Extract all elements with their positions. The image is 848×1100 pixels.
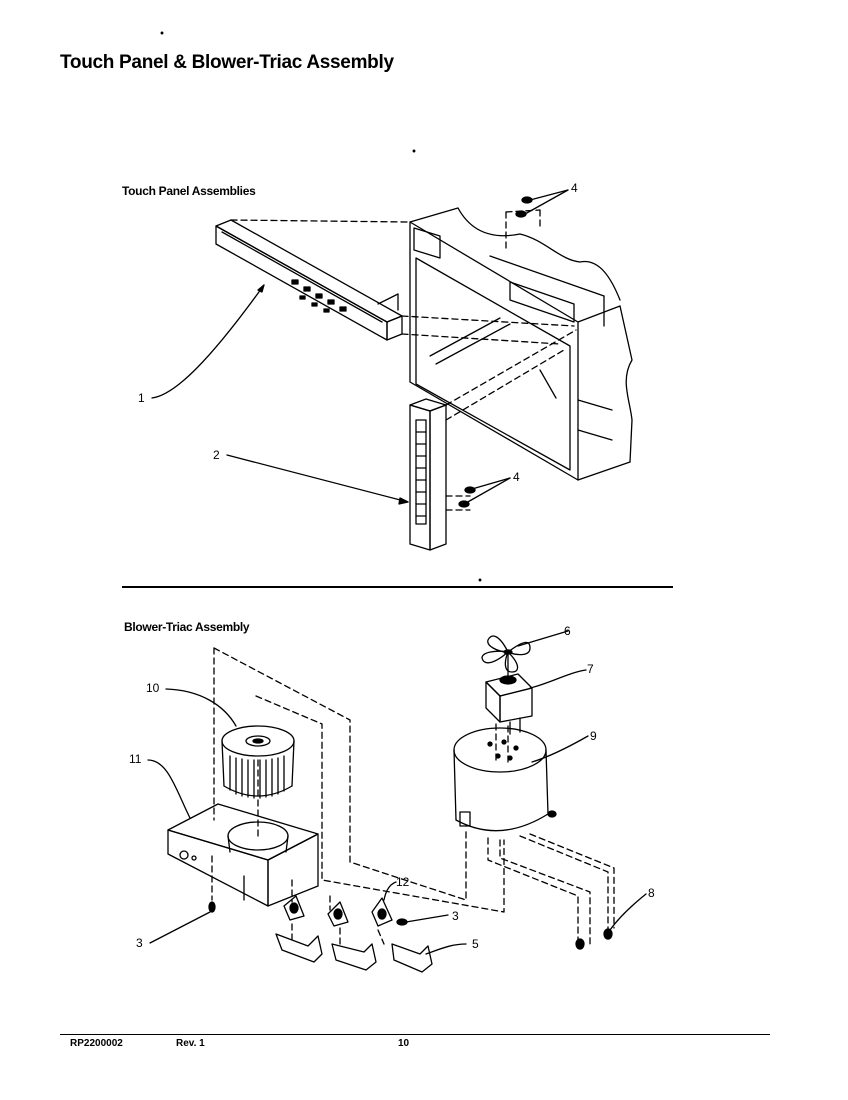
touch-leader-lines — [151, 189, 569, 504]
callout-1: 1 — [138, 391, 145, 405]
screw-3-housing — [208, 901, 216, 913]
page-title: Touch Panel & Blower-Triac Assembly — [60, 52, 394, 73]
callout-8: 8 — [648, 886, 655, 900]
vertical-touch-panel — [409, 398, 447, 551]
triac-clip-2 — [327, 901, 349, 927]
section-divider — [122, 586, 673, 588]
callout-12: 12 — [396, 875, 410, 889]
bracket-b — [331, 943, 377, 971]
bracket-a — [275, 933, 323, 963]
callout-6: 6 — [564, 624, 571, 638]
touch-panel-frame — [409, 207, 633, 481]
callout-9: 9 — [590, 729, 597, 743]
blower-leader-lines — [147, 630, 647, 955]
callout-3-right: 3 — [452, 909, 459, 923]
touch-alignment-lines — [230, 209, 577, 511]
footer-document-code: RP2200002 — [70, 1038, 123, 1049]
triac-clip-1 — [283, 895, 305, 921]
callout-2: 2 — [213, 448, 220, 462]
blower-housing — [167, 803, 319, 907]
touch-panel-section-title: Touch Panel Assemblies — [122, 184, 256, 198]
triac-module — [485, 673, 533, 735]
callout-7: 7 — [587, 662, 594, 676]
horizontal-touch-panel — [215, 219, 403, 341]
callout-11: 11 — [129, 752, 142, 766]
bracket-c — [391, 943, 433, 973]
screw-4-lower — [458, 486, 476, 508]
footer-revision: Rev. 1 — [176, 1038, 205, 1049]
fan-blade — [481, 635, 531, 677]
screw-8-left — [575, 938, 585, 950]
callout-4-lower: 4 — [513, 470, 520, 484]
callout-4-upper: 4 — [571, 181, 578, 195]
callout-3-left: 3 — [136, 936, 143, 950]
footer-page-number: 10 — [398, 1038, 410, 1049]
triac-clip-3 — [371, 897, 393, 927]
blower-alignment-lines — [211, 647, 615, 947]
footer-rule — [60, 1034, 770, 1035]
callout-10: 10 — [146, 681, 160, 695]
blower-motor — [453, 727, 557, 832]
screw-4-upper — [515, 196, 533, 218]
blower-triac-section-title: Blower-Triac Assembly — [124, 620, 250, 634]
callout-5: 5 — [472, 937, 479, 951]
